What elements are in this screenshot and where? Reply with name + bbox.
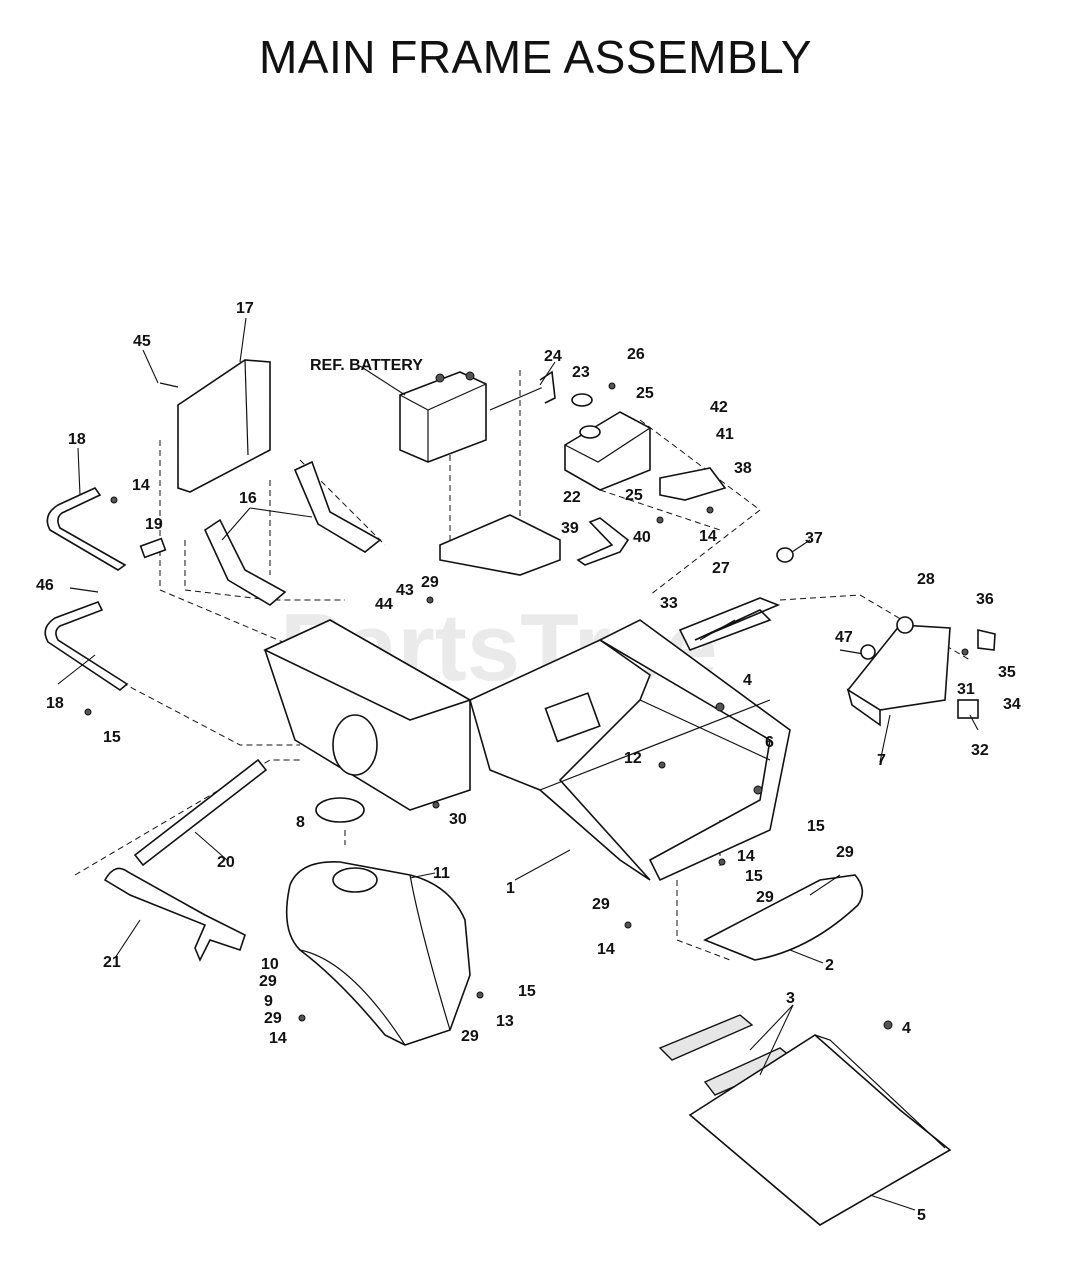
callout-18b: 18 <box>46 695 64 712</box>
callout-29a: 29 <box>421 574 439 591</box>
callout-26: 26 <box>627 346 645 363</box>
callout-35: 35 <box>998 664 1016 681</box>
callout-36: 36 <box>976 591 994 608</box>
part-38-bracket <box>659 467 727 501</box>
callout-9: 9 <box>264 993 273 1010</box>
callout-14b: 14 <box>699 528 717 545</box>
callout-18a: 18 <box>68 431 86 448</box>
callout-15c: 15 <box>745 868 763 885</box>
callout-40: 40 <box>633 529 651 546</box>
part-16-brackets <box>203 460 382 606</box>
part-20-tube <box>133 758 268 867</box>
callout-45: 45 <box>133 333 151 350</box>
callout-38: 38 <box>734 460 752 477</box>
part-32-relay <box>957 699 979 719</box>
callout-11: 11 <box>433 865 450 882</box>
part-2-cover <box>703 874 864 961</box>
part-11-fuel-tank <box>285 861 471 1046</box>
callout-21: 21 <box>103 954 121 971</box>
callout-15d: 15 <box>518 983 536 1000</box>
callout-12: 12 <box>624 750 642 767</box>
callout-14d: 14 <box>597 941 615 958</box>
part-5-floor-pan <box>688 1034 952 1226</box>
battery-reference <box>399 371 487 463</box>
part-18-handle-brackets <box>44 486 129 692</box>
callout-8: 8 <box>296 814 305 831</box>
callout-33: 33 <box>660 595 678 612</box>
callout-44: 44 <box>375 596 393 613</box>
part-39-bracket <box>576 517 630 566</box>
callout-31: 31 <box>957 681 975 698</box>
callout-22: 22 <box>563 489 581 506</box>
part-36-light <box>977 628 996 651</box>
callout-34: 34 <box>1003 696 1021 713</box>
callout-46: 46 <box>36 577 54 594</box>
callout-42: 42 <box>710 399 728 416</box>
callout-32: 32 <box>971 742 989 759</box>
callout-29b: 29 <box>836 844 854 861</box>
small-hardware <box>84 382 969 1030</box>
callout-27: 27 <box>712 560 730 577</box>
callout-29e: 29 <box>259 973 277 990</box>
part-22-reservoir <box>564 411 651 491</box>
part-21-lever <box>103 867 246 962</box>
part-28-switch <box>896 616 914 634</box>
callout-7: 7 <box>877 752 886 769</box>
callout-6: 6 <box>765 734 774 751</box>
callout-37: 37 <box>805 530 823 547</box>
callout-43: 43 <box>396 582 414 599</box>
callout-29g: 29 <box>461 1028 479 1045</box>
diagram-title: MAIN FRAME ASSEMBLY <box>258 31 813 83</box>
callout-2: 2 <box>825 957 834 974</box>
callout-25b: 25 <box>625 487 643 504</box>
part-19-spacer <box>139 537 167 559</box>
part-3-pads <box>658 1014 797 1096</box>
callout-4a: 4 <box>743 672 752 689</box>
part-8-fuel-cap <box>315 797 365 823</box>
callout-3: 3 <box>786 990 795 1007</box>
callout-4b: 4 <box>902 1020 911 1037</box>
callout-14a: 14 <box>132 477 150 494</box>
callout-13: 13 <box>496 1013 514 1030</box>
callout-5: 5 <box>917 1207 926 1224</box>
callout-15b: 15 <box>807 818 825 835</box>
callout-29d: 29 <box>592 896 610 913</box>
callout-41: 41 <box>716 426 734 443</box>
callout-28: 28 <box>917 571 935 588</box>
callout-14e: 14 <box>269 1030 287 1047</box>
part-7-console <box>839 624 951 727</box>
callout-10: 10 <box>261 956 279 973</box>
callout-20: 20 <box>217 854 235 871</box>
callout-17: 17 <box>236 300 254 317</box>
callout-47: 47 <box>835 629 853 646</box>
callout-16: 16 <box>239 490 257 507</box>
callout-29f: 29 <box>264 1010 282 1027</box>
callout-23: 23 <box>572 364 590 381</box>
callout-15a: 15 <box>103 729 121 746</box>
part-46-bolt <box>69 587 99 593</box>
part-37-knob <box>776 547 794 563</box>
part-23-cap <box>571 393 593 407</box>
callout-19: 19 <box>145 516 163 533</box>
callout-1: 1 <box>506 880 515 897</box>
callout-24: 24 <box>544 348 562 365</box>
callout-25a: 25 <box>636 385 654 402</box>
callout-29c: 29 <box>756 889 774 906</box>
leader-lines <box>57 317 979 1211</box>
part-47-knob <box>860 644 876 660</box>
reference-label: REF. BATTERY <box>310 357 423 374</box>
part-45-bolt <box>159 382 179 388</box>
callout-30: 30 <box>449 811 467 828</box>
callout-39: 39 <box>561 520 579 537</box>
callout-14c: 14 <box>737 848 755 865</box>
part-17-seat-plate <box>177 359 271 493</box>
part-1-main-frame <box>263 514 791 882</box>
